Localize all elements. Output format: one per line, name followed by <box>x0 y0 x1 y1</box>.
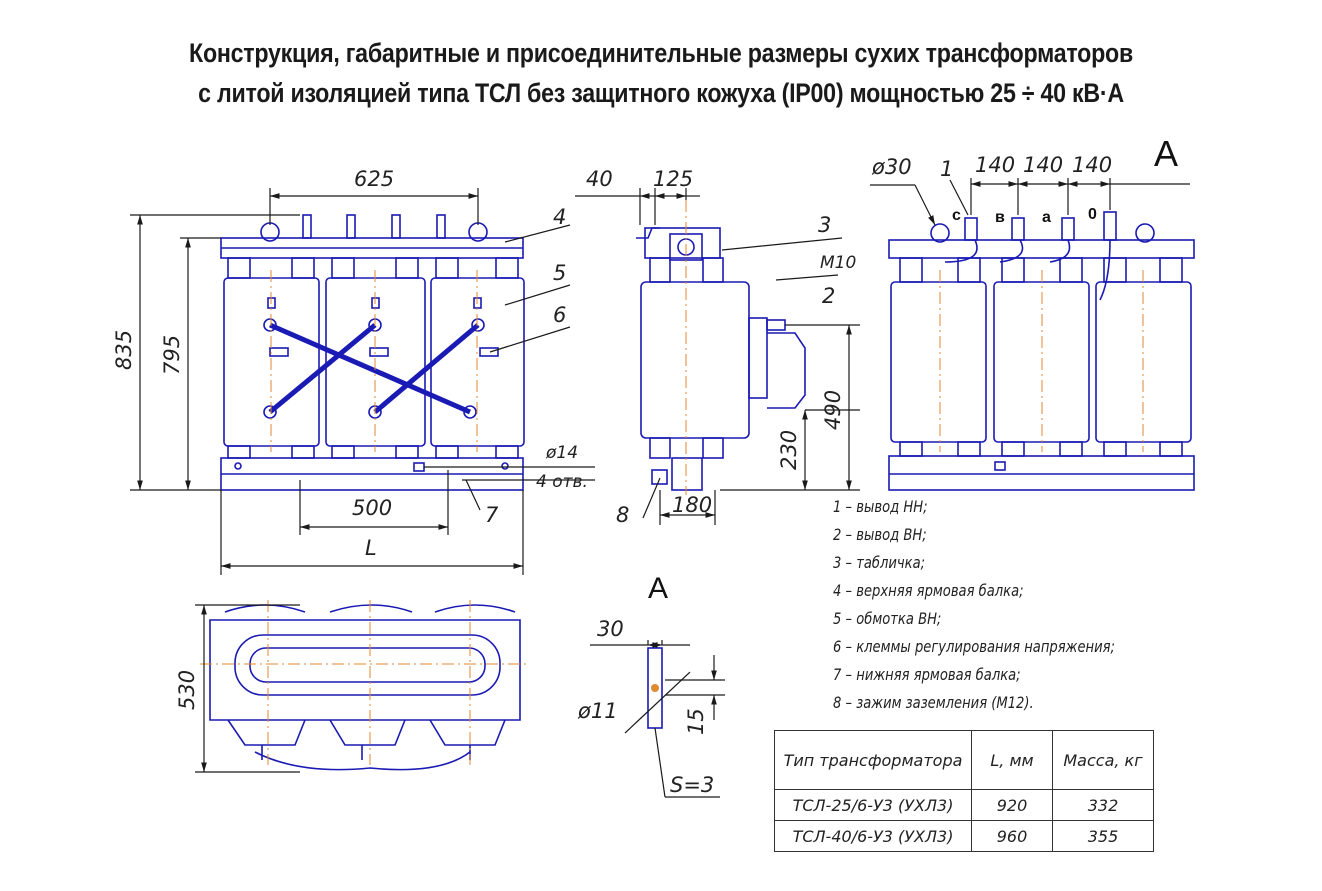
callout-4: 4 <box>553 205 566 229</box>
cell-type: ТСЛ-25/6-У3 (УХЛ3) <box>774 789 972 821</box>
cell-length: 960 <box>971 820 1053 852</box>
dim-dia-11: ø11 <box>577 699 618 723</box>
dim-140-3: 140 <box>1072 153 1112 177</box>
callout-2: 2 <box>822 284 835 308</box>
callout-3: 3 <box>818 213 831 237</box>
table-row: ТСЛ-25/6-У3 (УХЛ3) 920 332 <box>774 789 1154 821</box>
callout-1: 1 <box>940 157 953 181</box>
side-view-dimensions <box>575 188 860 525</box>
hv-lead <box>767 332 806 409</box>
view-a-marker: A <box>1154 133 1178 174</box>
terminal-b <box>1011 217 1025 241</box>
dim-hole-dia: ø14 <box>545 443 578 463</box>
dim-530: 530 <box>175 670 199 710</box>
dim-230: 230 <box>777 430 801 470</box>
dim-M10: M10 <box>820 253 856 273</box>
legend-item-1: 1 – вывод НН; <box>833 497 928 516</box>
top-yoke-beam-right <box>888 239 1195 259</box>
top-clamp <box>644 227 721 259</box>
dim-125: 125 <box>653 167 693 191</box>
dim-30: 30 <box>597 617 624 641</box>
dim-hole-count: 4 отв. <box>536 472 588 492</box>
right-view-axes <box>939 270 1144 452</box>
dim-795: 795 <box>160 335 184 375</box>
dim-15: 15 <box>684 708 708 735</box>
cell-mass: 355 <box>1052 820 1154 852</box>
callout-8: 8 <box>616 503 629 527</box>
cell-length: 920 <box>971 789 1053 821</box>
terminal-label-b: в <box>995 209 1005 226</box>
legend-item-3: 3 – табличка; <box>833 553 926 572</box>
right-view <box>888 211 1195 491</box>
cell-mass: 332 <box>1052 789 1154 821</box>
dim-L: L <box>365 536 377 560</box>
legend-item-2: 2 – вывод ВН; <box>833 525 927 544</box>
plan-view-dimensions <box>195 604 300 773</box>
right-view-dimension-labels: ø30 140 140 140 1 с в а 0 A <box>871 133 1178 226</box>
bottom-yoke-beam-right <box>888 455 1195 491</box>
dim-490: 490 <box>821 390 845 430</box>
drawing-title-line-1: Конструкция, габаритные и присоединитель… <box>189 38 1133 68</box>
core-top <box>234 634 501 696</box>
terminal-a <box>1061 217 1075 241</box>
view-a-title: A <box>648 572 668 605</box>
header-type: Тип трансформатора <box>774 730 972 790</box>
terminal-c <box>964 217 978 241</box>
table-row: ТСЛ-40/6-У3 (УХЛ3) 960 355 <box>774 820 1154 852</box>
front-view-axes <box>270 270 478 452</box>
header-mass: Масса, кг <box>1052 730 1154 790</box>
terminal-label-a: а <box>1042 209 1051 226</box>
front-view-dimensions <box>130 188 595 575</box>
legend-item-6: 6 – клеммы регулирования напряжения; <box>833 637 1115 656</box>
dim-dia-30: ø30 <box>871 155 912 179</box>
terminal-label-0: 0 <box>1088 206 1097 223</box>
table-header-row: Тип трансформатора L, мм Масса, кг <box>774 730 1154 790</box>
side-view-dimension-labels: 40 125 M10 490 230 180 3 2 8 <box>586 167 856 527</box>
side-view <box>636 227 806 491</box>
dim-140-2: 140 <box>1023 153 1063 177</box>
legend-item-8: 8 – зажим заземления (М12). <box>833 693 1034 712</box>
dim-40: 40 <box>586 167 613 191</box>
dim-625: 625 <box>354 167 394 191</box>
front-view-dimension-labels: 625 835 795 500 L ø14 4 отв. 4 5 6 7 <box>112 167 588 560</box>
dim-thickness: S=3 <box>670 773 714 797</box>
dim-180: 180 <box>672 493 712 517</box>
legend-item-7: 7 – нижняя ярмовая балка; <box>833 665 1021 684</box>
grounding-clamp <box>651 469 668 485</box>
dim-140-1: 140 <box>975 153 1015 177</box>
dim-500: 500 <box>352 496 392 520</box>
callout-5: 5 <box>553 261 566 285</box>
legend-item-5: 5 – обмотка ВН; <box>833 609 942 628</box>
plan-view-axes <box>200 600 530 765</box>
plan-view <box>209 604 521 771</box>
view-a-labels: 30 ø11 15 S=3 <box>577 617 714 797</box>
dim-835: 835 <box>112 330 136 370</box>
drawing-title-line-2: с литой изоляцией типа ТСЛ без защитного… <box>198 78 1124 108</box>
terminal-label-c: с <box>952 207 961 224</box>
side-winding <box>640 281 750 439</box>
right-view-dimensions <box>870 178 1190 226</box>
spec-table: Тип трансформатора L, мм Масса, кг ТСЛ-2… <box>774 730 1154 852</box>
view-a-detail <box>590 640 725 798</box>
bottom-beam-side <box>671 457 703 491</box>
front-view <box>220 214 525 491</box>
callout-6: 6 <box>553 303 566 327</box>
cell-type: ТСЛ-40/6-У3 (УХЛ3) <box>774 820 972 852</box>
header-length: L, мм <box>971 730 1053 790</box>
legend-item-4: 4 – верхняя ярмовая балка; <box>833 581 1024 600</box>
terminal-0 <box>1103 211 1117 241</box>
callout-7: 7 <box>485 503 499 527</box>
